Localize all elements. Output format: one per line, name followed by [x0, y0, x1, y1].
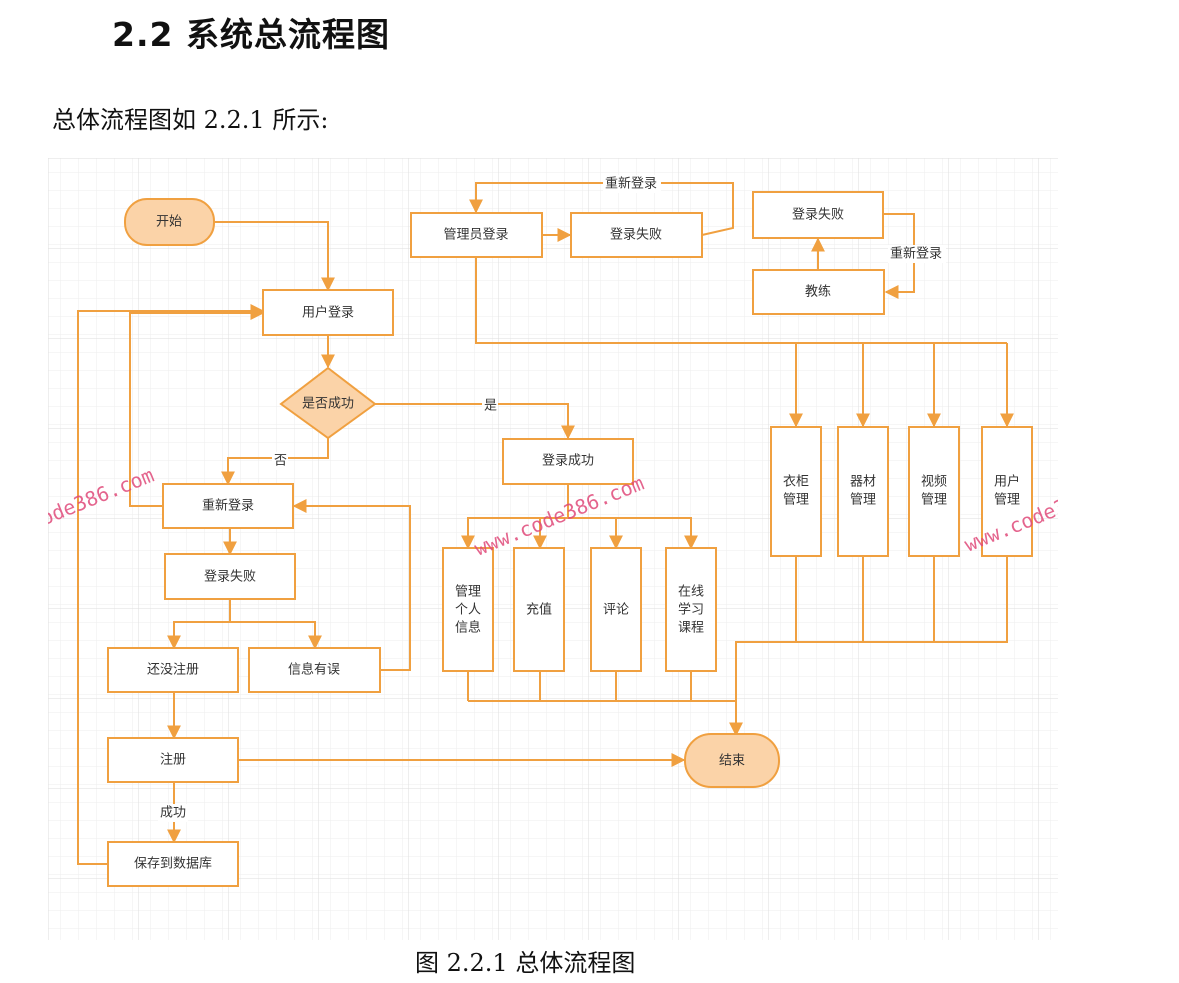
recharge-box — [513, 547, 565, 672]
video-line-2: 管理 — [921, 493, 947, 508]
login-ok-label: 登录成功 — [542, 454, 594, 469]
not-registered-label: 还没注册 — [147, 663, 199, 678]
intro-text: 总体流程图如 2.2.1 所示: — [52, 106, 329, 134]
video-box — [908, 426, 960, 557]
login-ok-box — [502, 438, 634, 485]
coach-fail-box — [752, 191, 884, 239]
nodes — [107, 191, 1033, 887]
edge-label-relogin-coach: 重新登录 — [890, 246, 942, 262]
manage-info-line-1: 管理 — [455, 585, 481, 600]
edges — [77, 182, 1014, 865]
figure-caption: 图 2.2.1 总体流程图 — [415, 949, 636, 977]
info-error-label: 信息有误 — [288, 662, 340, 678]
login-fail-box — [164, 553, 296, 600]
online-course-line-3: 课程 — [678, 621, 704, 636]
relogin-box — [162, 483, 294, 529]
user-mgmt-box — [981, 426, 1033, 557]
edge-label-yes: 是 — [484, 399, 497, 414]
edge-label-no: 否 — [274, 454, 287, 469]
user-mgmt-line-1: 用户 — [994, 474, 1020, 490]
end-node — [684, 733, 780, 788]
wardrobe-line-2: 管理 — [783, 493, 809, 508]
equipment-box — [837, 426, 889, 557]
wardrobe-line-1: 衣柜 — [783, 474, 809, 490]
online-course-line-1: 在线 — [678, 585, 704, 600]
save-db-box — [107, 841, 239, 887]
admin-login-box — [410, 212, 543, 258]
section-heading: 2.2 系统总流程图 — [112, 15, 390, 54]
end-label: 结束 — [719, 754, 745, 769]
edge-label-success: 成功 — [160, 806, 186, 821]
user-login-label: 用户登录 — [302, 305, 354, 321]
coach-box — [752, 269, 885, 315]
admin-fail-box — [570, 212, 703, 258]
info-error-box — [248, 647, 381, 693]
success-decision — [279, 366, 377, 440]
flowchart: 开始 用户登录 是否成功 重新登录 登录失败 还没注册 信息有误 注册 保存到数… — [48, 158, 1058, 940]
success-decision-label: 是否成功 — [302, 397, 354, 412]
admin-login-label: 管理员登录 — [443, 228, 508, 243]
recharge-label: 充值 — [526, 602, 552, 618]
online-course-box — [665, 547, 717, 672]
user-mgmt-line-2: 管理 — [994, 493, 1020, 508]
admin-fail-label: 登录失败 — [610, 228, 662, 243]
save-db-label: 保存到数据库 — [134, 856, 212, 872]
wardrobe-box — [770, 426, 822, 557]
not-registered-box — [107, 647, 239, 693]
relogin-label: 重新登录 — [202, 498, 254, 514]
comment-box — [590, 547, 642, 672]
comment-label: 评论 — [603, 603, 629, 618]
equipment-line-2: 管理 — [850, 493, 876, 508]
coach-label: 教练 — [805, 284, 831, 300]
video-line-1: 视频 — [921, 475, 947, 490]
manage-info-line-3: 信息 — [455, 620, 481, 636]
start-label: 开始 — [156, 215, 182, 230]
coach-fail-label: 登录失败 — [792, 208, 844, 223]
login-fail-label: 登录失败 — [204, 570, 256, 585]
equipment-line-1: 器材 — [850, 475, 876, 490]
user-login-box — [262, 289, 394, 336]
register-box — [107, 737, 239, 783]
start-node — [124, 198, 215, 246]
edge-label-relogin-admin: 重新登录 — [605, 176, 657, 192]
register-label: 注册 — [160, 753, 186, 768]
manage-info-box — [442, 547, 494, 672]
online-course-line-2: 学习 — [678, 602, 704, 618]
manage-info-line-2: 个人 — [455, 603, 481, 618]
